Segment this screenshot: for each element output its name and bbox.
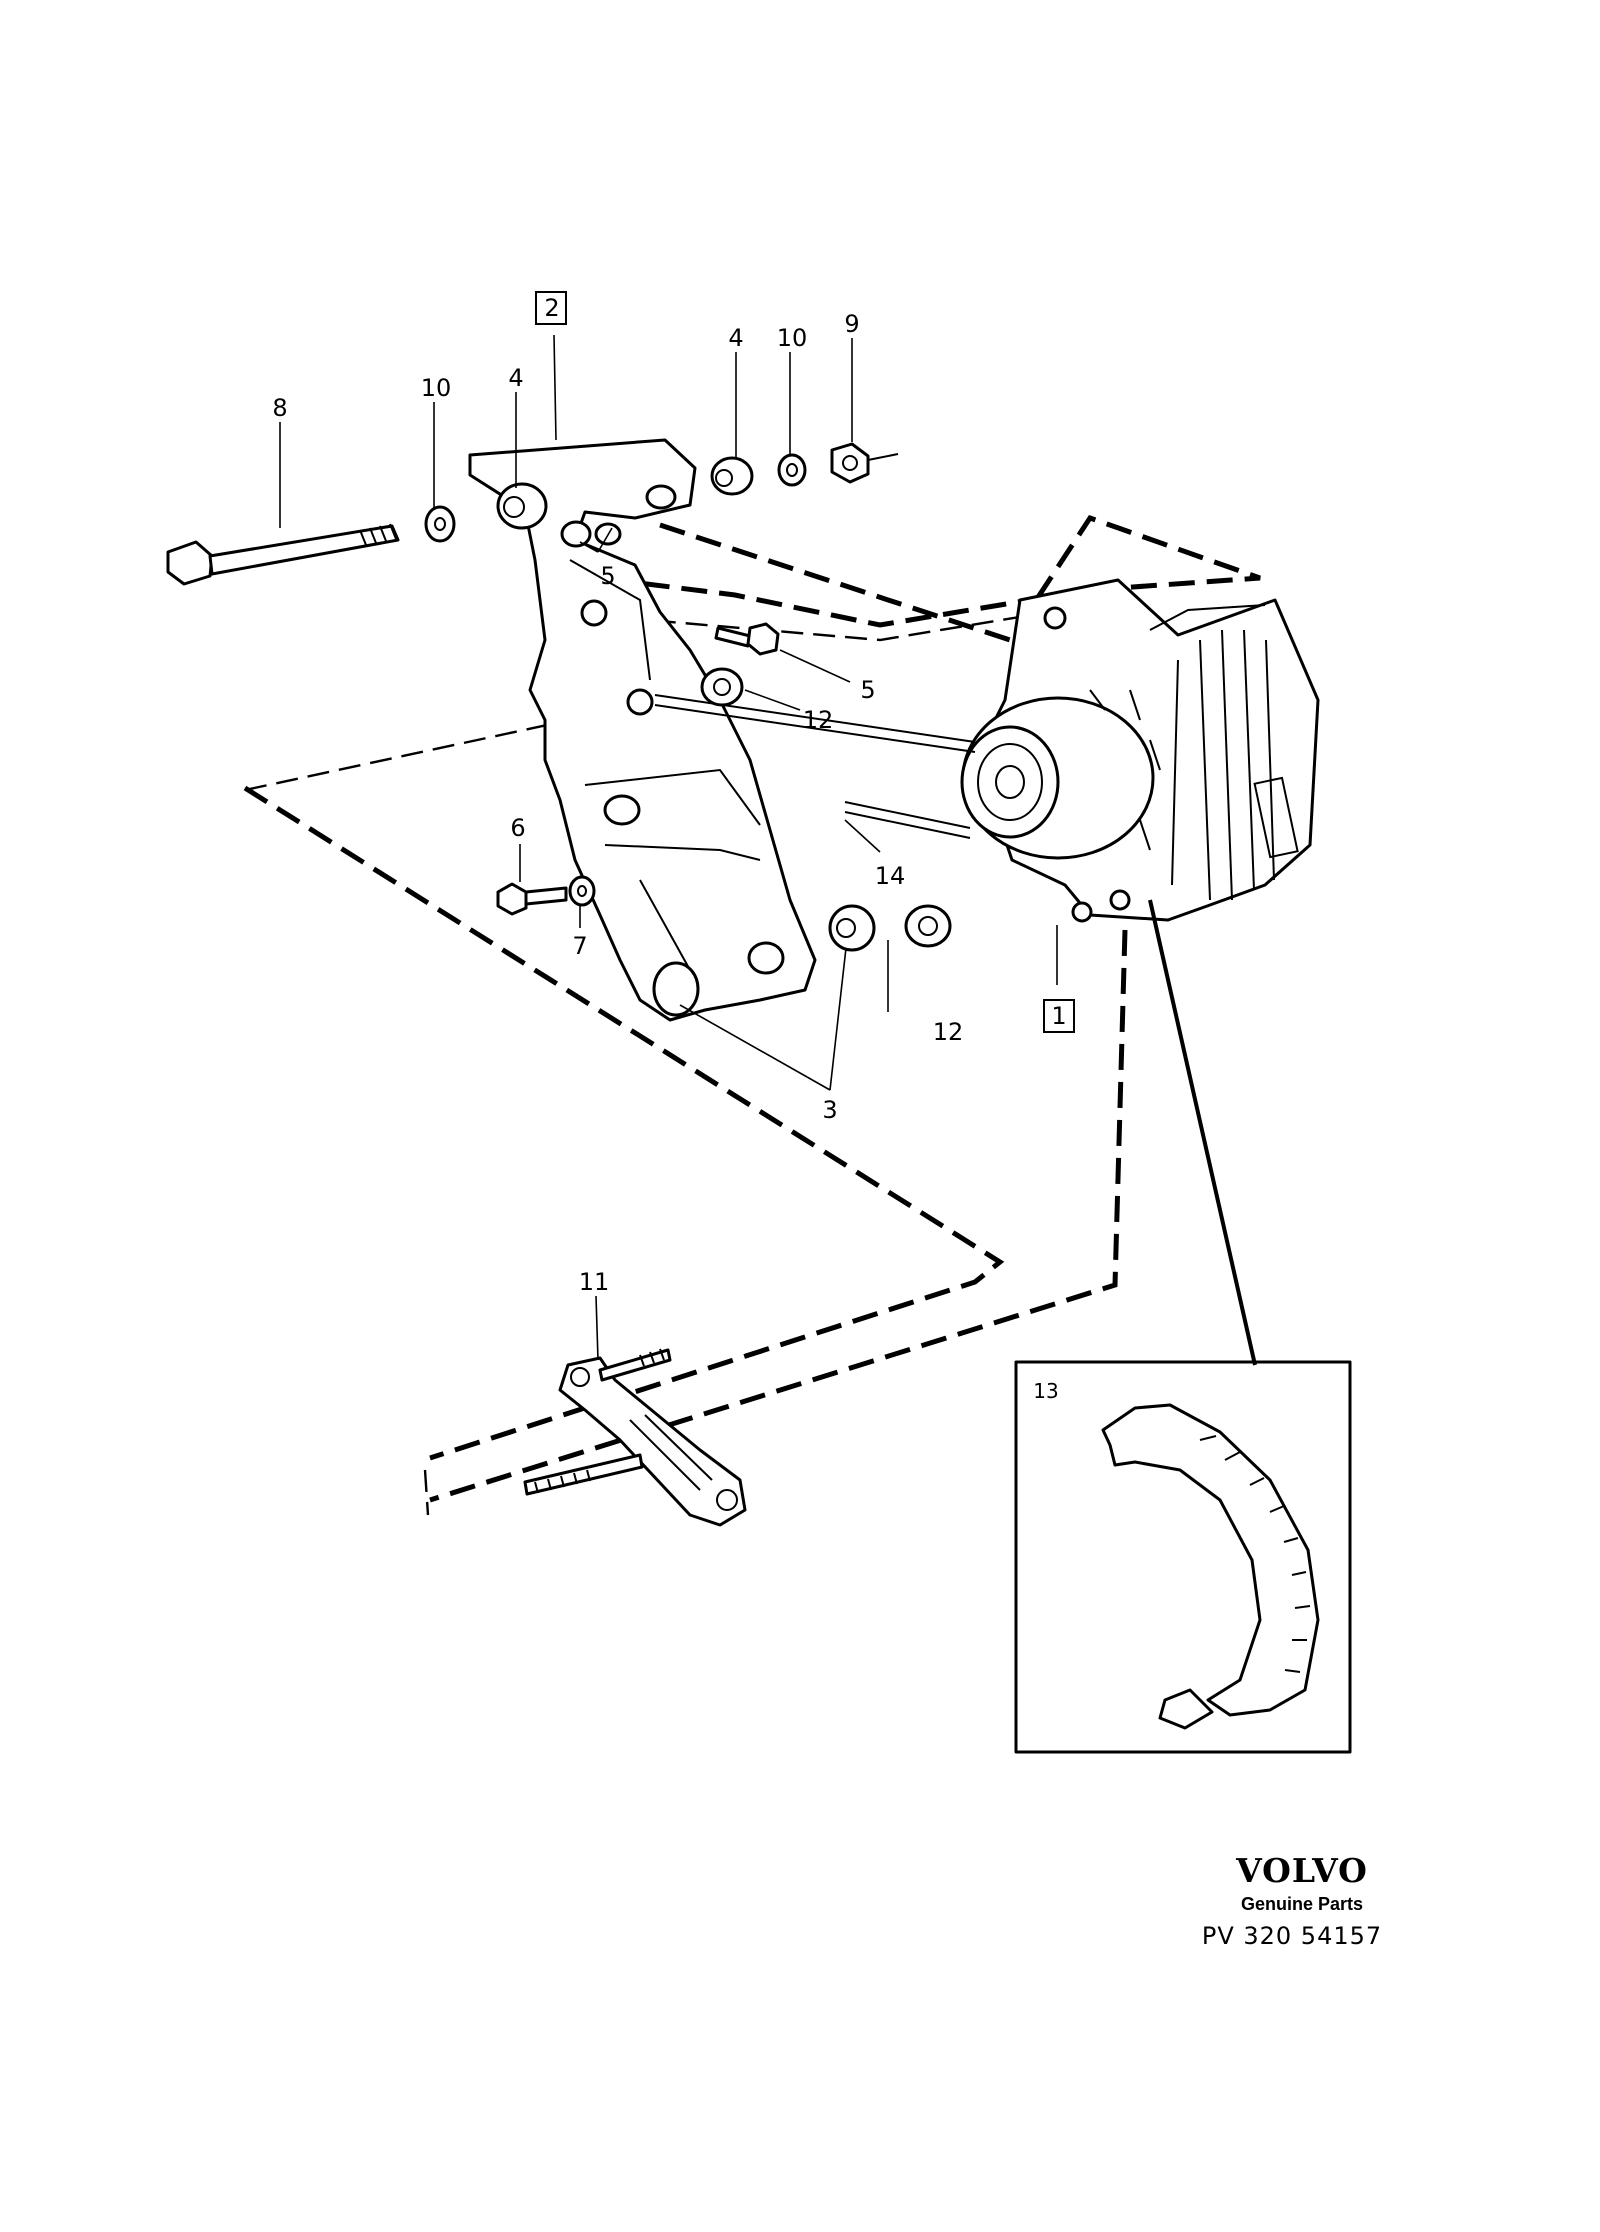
callout-box-1 xyxy=(1043,999,1075,1033)
leader-lines xyxy=(279,334,1257,1366)
bolt-6-washer-7 xyxy=(496,875,876,952)
callout-5-right: 5 xyxy=(860,676,875,704)
callout-10-right: 10 xyxy=(777,324,808,352)
callout-11: 11 xyxy=(579,1268,610,1296)
callout-8: 8 xyxy=(272,394,287,422)
drive-belt xyxy=(654,694,976,839)
callout-2: 2 xyxy=(544,294,559,322)
callout-4-left: 4 xyxy=(508,364,523,392)
callout-12-upper: 12 xyxy=(803,706,834,734)
callout-7: 7 xyxy=(572,932,587,960)
nut-washer-set xyxy=(710,442,899,496)
brand-logo: VOLVO xyxy=(1235,1851,1368,1890)
callout-12-lower: 12 xyxy=(933,1018,964,1046)
callout-1: 1 xyxy=(1051,1002,1066,1030)
bolt-5-and-nuts xyxy=(560,520,952,948)
callout-3: 3 xyxy=(822,1096,837,1124)
callout-6: 6 xyxy=(510,814,525,842)
callout-10-left: 10 xyxy=(421,374,452,402)
mounting-bracket xyxy=(468,438,817,1022)
detail-box-13 xyxy=(1014,1360,1352,1754)
long-bolt xyxy=(166,482,548,586)
adjusting-bracket xyxy=(523,1348,747,1527)
callout-box-2 xyxy=(535,291,567,325)
brand-subtitle: Genuine Parts xyxy=(1241,1894,1363,1914)
callout-4-right: 4 xyxy=(728,324,743,352)
alternator xyxy=(960,578,1320,923)
callout-9: 9 xyxy=(844,310,859,338)
callout-14: 14 xyxy=(875,862,906,890)
callout-13: 13 xyxy=(1033,1379,1058,1403)
document-code: PV 320 54157 xyxy=(1202,1922,1382,1950)
callout-5-left: 5 xyxy=(600,562,615,590)
